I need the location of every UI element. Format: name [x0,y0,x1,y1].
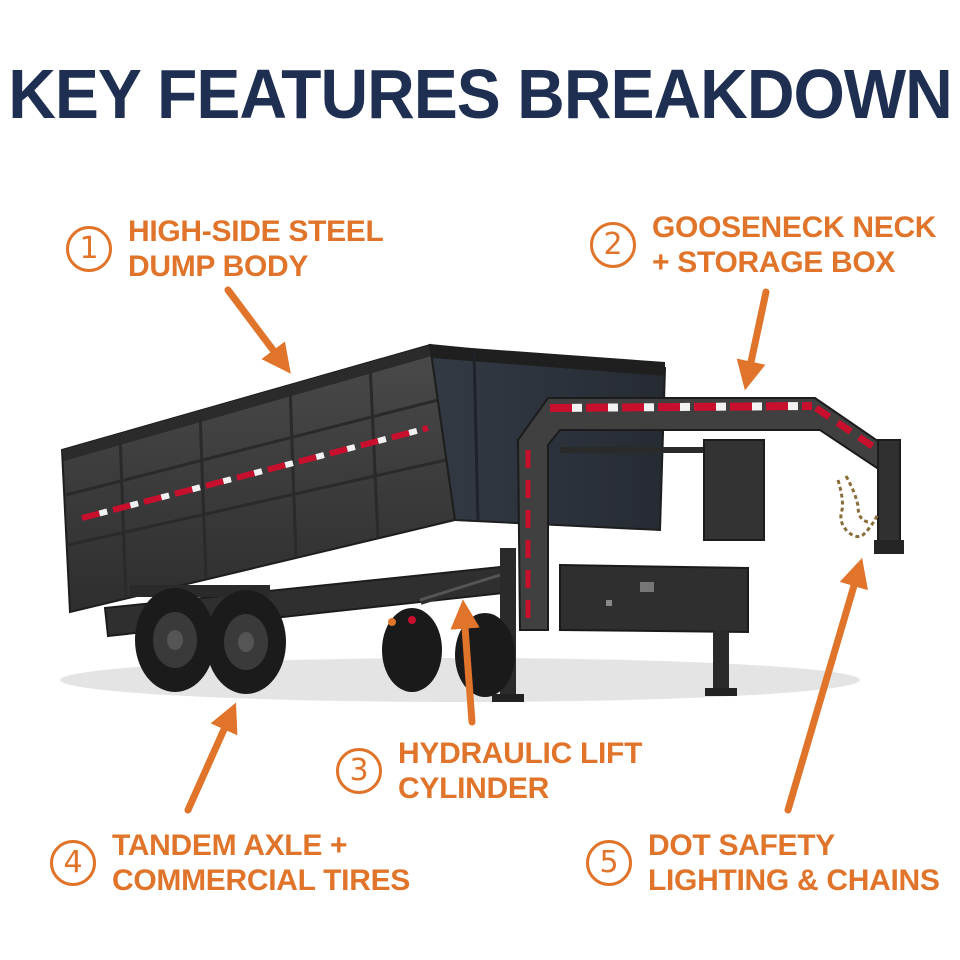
callout-number: 4 [50,840,96,886]
tandem-axle-tires [135,588,286,694]
arrow-2 [736,288,770,391]
callout-number: 3 [336,748,382,794]
hydraulic-cylinder [418,570,502,605]
page-title: KEY FEATURES BREAKDOWN [8,55,953,133]
callout-label: HIGH-SIDE STEEL DUMP BODY [128,215,384,283]
callout-gooseneck: 2 GOOSENECK NECK + STORAGE BOX [590,210,936,280]
callout-number: 2 [590,222,636,268]
storage-box [559,563,749,634]
callout-tandem-axle: 4 TANDEM AXLE + COMMERCIAL TIRES [50,828,410,898]
arrow-5 [784,557,868,814]
callout-number: 1 [66,226,112,272]
tail-light [388,618,396,626]
callout-hydraulic: 3 HYDRAULIC LIFT CYLINDER [336,736,642,806]
callout-dump-body: 1 HIGH-SIDE STEEL DUMP BODY [66,214,384,284]
side-reflector-strip [81,425,429,521]
arrow-1 [224,286,291,374]
dump-body [60,343,667,614]
callout-number: 5 [586,840,632,886]
safety-chains [836,475,880,539]
callout-label: DOT SAFETY LIGHTING & CHAINS [648,829,940,897]
callout-dot-safety: 5 DOT SAFETY LIGHTING & CHAINS [586,828,940,898]
arrow-3 [450,599,480,726]
callout-label: TANDEM AXLE + COMMERCIAL TIRES [112,829,410,897]
callout-label: GOOSENECK NECK + STORAGE BOX [652,211,937,279]
gooseneck [516,397,904,631]
callout-arrows [184,286,868,814]
arrow-4 [184,702,238,814]
callout-label: HYDRAULIC LIFT CYLINDER [398,737,643,805]
tail-light [408,616,416,624]
